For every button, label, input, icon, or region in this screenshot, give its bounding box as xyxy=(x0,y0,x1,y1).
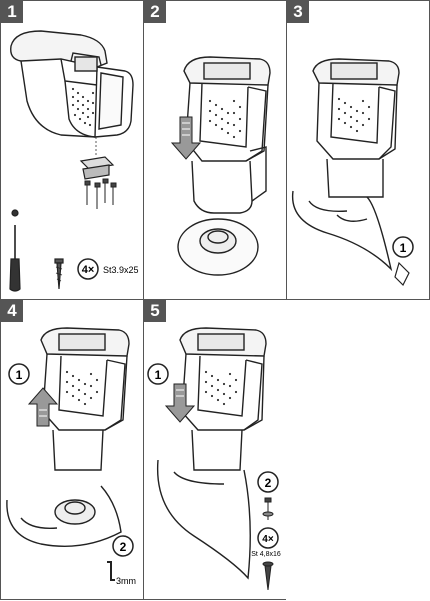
callout-number: 2 xyxy=(265,476,272,490)
arrow-down-icon xyxy=(164,383,196,423)
panel-step-3: 3 1 xyxy=(286,0,430,300)
quantity-badge xyxy=(257,527,279,549)
bolt-icon xyxy=(262,497,274,520)
panel-step-4: 4 xyxy=(0,299,144,600)
callout-badge xyxy=(392,236,414,258)
cover-removal-illustration: 1 xyxy=(291,58,414,287)
bolt-count: 4× xyxy=(262,534,274,545)
bolt-spec: St 4,8x16 xyxy=(251,551,281,558)
wrench-size: 3mm xyxy=(116,576,136,586)
screwdriver-icon xyxy=(9,209,21,292)
panel-empty xyxy=(286,299,430,600)
screw-icon xyxy=(54,258,64,290)
step-number: 1 xyxy=(1,1,23,23)
step-number: 3 xyxy=(287,1,309,23)
step-number: 4 xyxy=(1,300,23,322)
step-number: 2 xyxy=(144,1,166,23)
arrow-down-icon xyxy=(170,116,202,160)
panel-step-2: 2 xyxy=(143,0,287,300)
screw-spec: St3.9x25 xyxy=(103,265,139,275)
callout-badge xyxy=(8,363,30,385)
callout-badge xyxy=(112,535,134,557)
callout-number: 1 xyxy=(155,368,162,382)
armrest-slide-illustration xyxy=(170,56,271,276)
quantity-badge xyxy=(77,258,99,280)
pry-tool-icon xyxy=(394,261,410,287)
allen-key-icon xyxy=(107,561,115,581)
armrest-fasten-illustration: 1 2 4× St 4,8x16 xyxy=(147,327,281,591)
screw-count: 4× xyxy=(82,264,95,276)
panel-step-1: 1 xyxy=(0,0,144,300)
panel-step-5: 5 1 xyxy=(143,299,287,600)
callout-number: 1 xyxy=(16,368,23,382)
callout-number: 2 xyxy=(120,540,127,554)
screw-icon xyxy=(262,561,274,591)
callout-badge xyxy=(257,471,279,493)
perforation-dots xyxy=(71,87,95,127)
armrest-mounting-illustration: 4× St3.9x25 xyxy=(9,30,139,292)
step-number: 5 xyxy=(144,300,166,322)
armrest-lift-illustration: 1 2 3mm xyxy=(6,327,136,586)
arrow-up-icon xyxy=(27,387,59,427)
callout-badge xyxy=(147,363,169,385)
callout-number: 1 xyxy=(400,241,407,255)
